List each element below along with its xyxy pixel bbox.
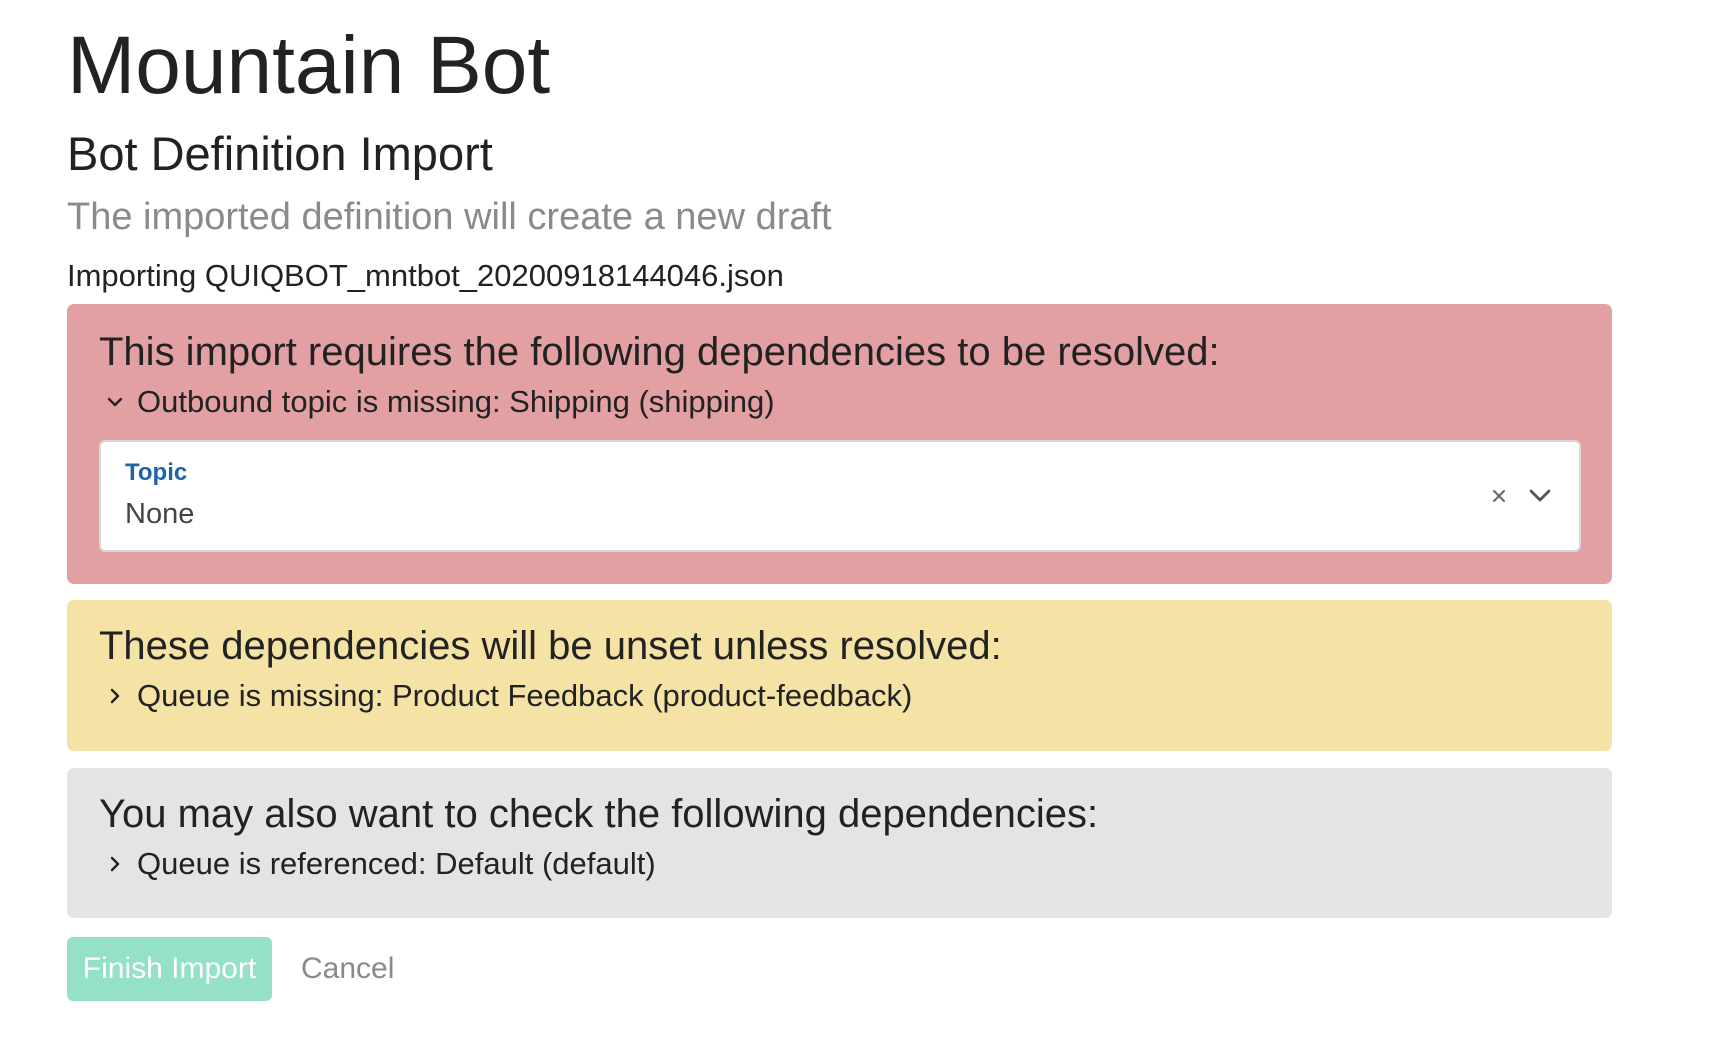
chevron-right-icon [103, 684, 127, 708]
dependency-item-label: Queue is missing: Product Feedback (prod… [137, 678, 913, 713]
topic-select-value: None [125, 498, 195, 530]
dependency-item-label: Queue is referenced: Default (default) [137, 846, 656, 881]
dependency-item-label: Outbound topic is missing: Shipping (shi… [137, 384, 775, 419]
required-dependencies-panel: This import requires the following depen… [67, 304, 1612, 584]
check-dependencies-panel: You may also want to check the following… [67, 768, 1612, 918]
topic-select-label: Topic [125, 459, 188, 486]
page-subtitle: The imported definition will create a ne… [67, 196, 832, 238]
dependency-item-outbound-topic[interactable]: Outbound topic is missing: Shipping (shi… [103, 382, 775, 422]
chevron-right-icon [103, 852, 127, 876]
dependency-item-default-queue[interactable]: Queue is referenced: Default (default) [103, 844, 656, 884]
unset-dependencies-panel: These dependencies will be unset unless … [67, 600, 1612, 751]
unset-dependencies-heading: These dependencies will be unset unless … [99, 624, 1002, 668]
chevron-down-icon[interactable] [1525, 480, 1555, 510]
close-icon[interactable] [1489, 486, 1509, 506]
import-file-name: Importing QUIQBOT_mntbot_20200918144046.… [67, 258, 784, 293]
cancel-button[interactable]: Cancel [289, 937, 406, 1001]
dependency-item-product-feedback-queue[interactable]: Queue is missing: Product Feedback (prod… [103, 676, 912, 716]
chevron-down-icon [103, 390, 127, 414]
check-dependencies-heading: You may also want to check the following… [99, 792, 1099, 836]
page-title: Bot Definition Import [67, 127, 493, 180]
topic-select[interactable]: Topic None [99, 440, 1581, 552]
required-dependencies-heading: This import requires the following depen… [99, 330, 1220, 374]
app-title: Mountain Bot [67, 20, 551, 111]
finish-import-button[interactable]: Finish Import [67, 937, 272, 1001]
